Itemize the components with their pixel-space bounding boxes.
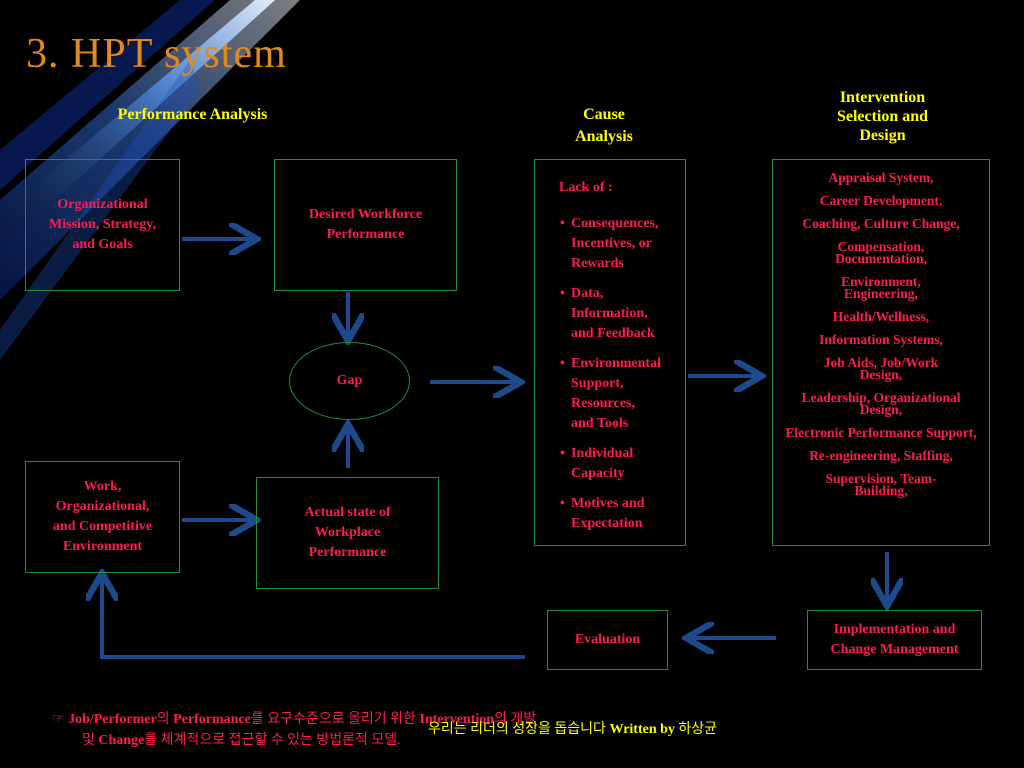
hand-pointer-icon: ☞ (52, 712, 65, 727)
page-title: 3. HPT system (26, 31, 287, 77)
cause-analysis-header-line1: Cause (583, 106, 625, 123)
intervention-box: Appraisal System, Career Development, Co… (772, 159, 990, 546)
cause-item: Individual Capacity (560, 444, 679, 484)
actual-line3: Performance (308, 545, 387, 560)
cause-item: Motives and Expectation (560, 494, 679, 534)
cause-analysis-box: Lack of : Consequences, Incentives, or R… (534, 159, 686, 546)
footer-term-performance: Performance (173, 712, 251, 727)
actual-line1: Actual state of (304, 505, 391, 520)
lack-of-label: Lack of : (559, 180, 613, 195)
cause-item: Consequences, Incentives, or Rewards (560, 214, 679, 274)
intervention-header-line2: Selection and (836, 108, 929, 125)
cause-list: Consequences, Incentives, or Rewards Dat… (559, 214, 679, 534)
evaluation-box: Evaluation (547, 610, 668, 670)
cause-item-1-line3: Rewards (571, 256, 624, 271)
intervention-item: Re-engineering, Staffing, (809, 448, 953, 463)
work-env-line4: Environment (62, 539, 143, 554)
credit-written-by: Written by (609, 722, 675, 737)
desired-line2: Performance (326, 227, 405, 242)
intervention-item: Environment, Engineering, (841, 274, 921, 301)
work-env-line3: and Competitive (52, 519, 153, 534)
cause-item-4-line1: Individual (571, 446, 634, 461)
gap-label: Gap (336, 373, 363, 388)
footer-text: 를 체계적으로 접근할 수 있는 방법론적 모델. (144, 733, 401, 748)
cause-item-2-line2: Information, (571, 306, 648, 321)
cause-item: Data, Information, and Feedback (560, 284, 679, 344)
cause-item-2-line3: and Feedback (571, 326, 655, 341)
actual-performance-box: Actual state of Workplace Performance (256, 477, 439, 589)
footer-text: 의 개발 (494, 712, 537, 727)
desired-performance-box: Desired Workforce Performance (274, 159, 457, 291)
footer-note-line1: ☞ Job/Performer의 Performance를 요구수준으로 올리기… (52, 708, 536, 728)
implementation-line1: Implementation and (833, 622, 956, 637)
intervention-item: Career Development, (819, 193, 943, 208)
cause-item-3-line4: and Tools (571, 416, 629, 431)
cause-item-5-line2: Expectation (571, 516, 643, 531)
implementation-line2: Change Management (830, 642, 959, 657)
gap-ellipse: Gap (289, 342, 410, 420)
work-env-line2: Organizational, (55, 499, 150, 514)
work-environment-box: Work, Organizational, and Competitive En… (25, 461, 180, 573)
footer-text: 및 (82, 733, 99, 748)
cause-item-2-line1: Data, (571, 286, 604, 301)
cause-item-1-line2: Incentives, or (571, 236, 652, 251)
cause-item-5-line1: Motives and (571, 496, 645, 511)
intervention-header-line1: Intervention (839, 89, 926, 106)
footer-text: 를 요구수준으로 올리기 위한 (250, 712, 420, 727)
intervention-header: Intervention Selection and Design (800, 88, 965, 145)
cause-item-3-line2: Support, (571, 376, 624, 391)
org-mission-line3: and Goals (72, 237, 133, 252)
footer-term-intervention: Intervention (419, 712, 495, 727)
footer-note-line2: 및 Change를 체계적으로 접근할 수 있는 방법론적 모델. (82, 729, 401, 749)
cause-item-1-line1: Consequences, (571, 216, 659, 231)
org-mission-line1: Organizational (57, 197, 148, 212)
intervention-item: Compensation, Documentation, (835, 239, 927, 266)
author-credit: 우리는 리더의 성장을 돕습니다 Written by 하상균 (428, 718, 717, 738)
intervention-item: Supervision, Team-Building, (825, 471, 937, 498)
arrow-evaluation-to-work (102, 577, 525, 659)
intervention-item: Coaching, Culture Change, (802, 216, 960, 231)
org-mission-line2: Mission, Strategy, (49, 217, 156, 232)
footer-term-job-performer: Job/Performer (68, 712, 157, 727)
performance-analysis-header: Performance Analysis (117, 106, 268, 123)
intervention-item: Job Aids, Job/Work Design, (823, 355, 939, 382)
org-mission-box: Organizational Mission, Strategy, and Go… (25, 159, 180, 291)
cause-analysis-header-line2: Analysis (575, 128, 633, 145)
footer-term-change: Change (98, 733, 145, 748)
footer-text: 의 (156, 712, 174, 727)
cause-analysis-header: Cause Analysis (553, 104, 655, 148)
intervention-item: Information Systems, (819, 332, 943, 347)
intervention-item: Electronic Performance Support, (785, 425, 977, 440)
work-env-line1: Work, (83, 479, 122, 494)
cause-item: Environmental Support, Resources, and To… (560, 354, 679, 434)
credit-author: 하상균 (674, 722, 718, 737)
cause-item-3-line1: Environmental (571, 356, 661, 371)
desired-line1: Desired Workforce (308, 207, 423, 222)
credit-slogan: 우리는 리더의 성장을 돕습니다 (428, 722, 610, 737)
implementation-box: Implementation and Change Management (807, 610, 982, 670)
intervention-header-line3: Design (859, 127, 906, 144)
actual-line2: Workplace (314, 525, 381, 540)
intervention-item: Appraisal System, (828, 170, 934, 185)
cause-item-3-line3: Resources, (571, 396, 635, 411)
evaluation-label: Evaluation (574, 632, 641, 647)
intervention-item: Leadership, Organizational Design, (801, 390, 961, 417)
cause-item-4-line2: Capacity (571, 466, 625, 481)
intervention-item: Health/Wellness, (832, 309, 930, 324)
